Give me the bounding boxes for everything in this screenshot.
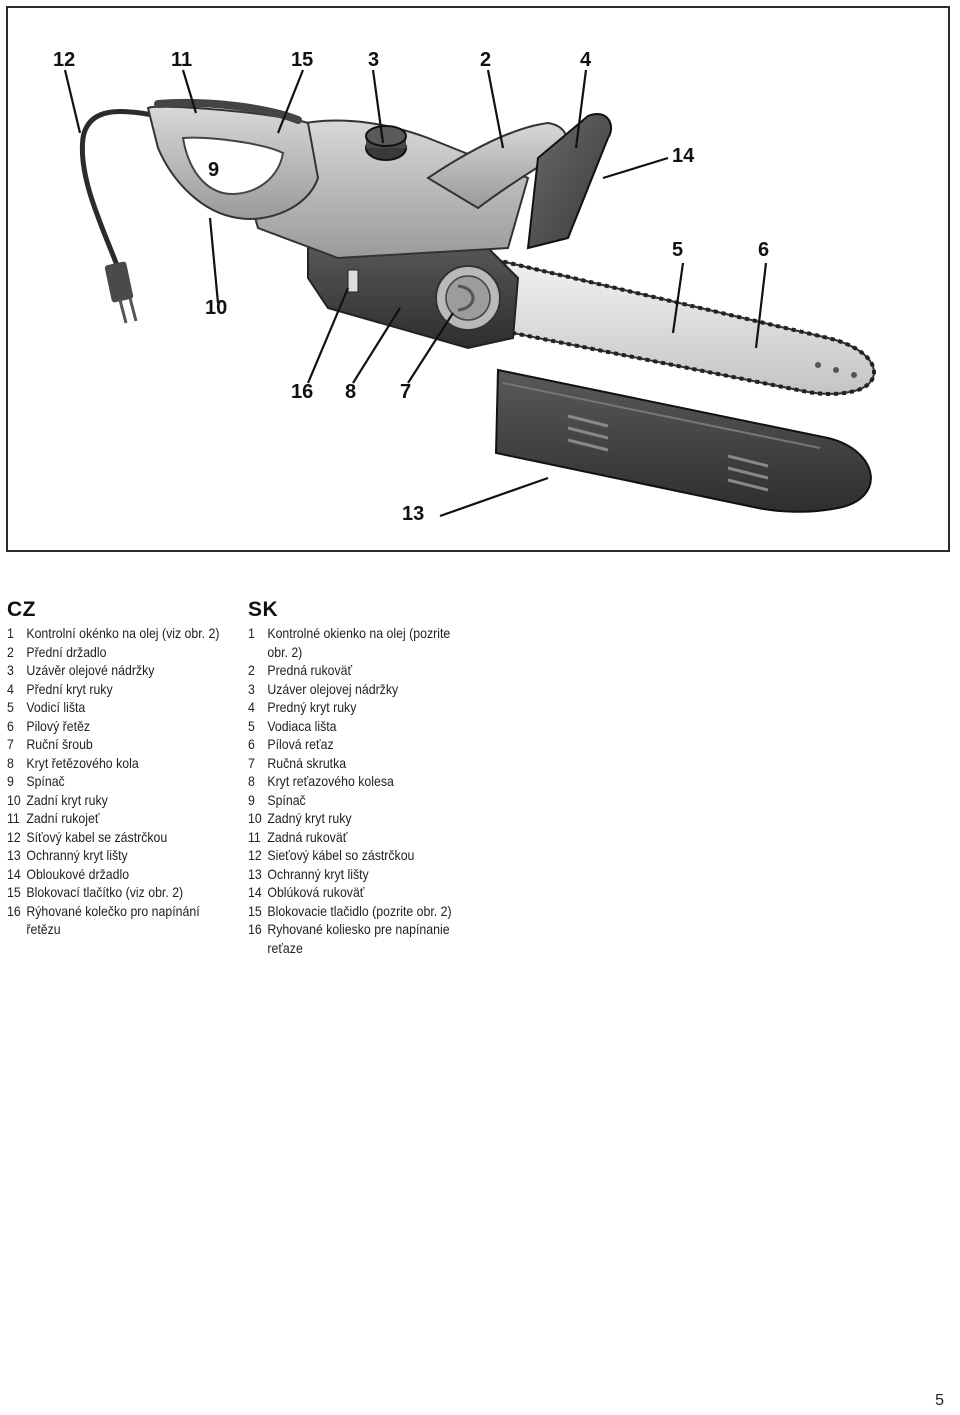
legend-cz-heading: CZ (7, 598, 36, 621)
front-hand-guard (526, 113, 613, 250)
leader-lines (63, 69, 768, 518)
callout-13: 13 (402, 503, 425, 525)
legend-sk-heading: SK (248, 598, 279, 621)
callout-16: 16 (291, 381, 314, 403)
callout-11: 11 (171, 49, 193, 71)
callout-3: 3 (368, 49, 380, 71)
callout-14: 14 (672, 145, 695, 167)
callout-15: 15 (291, 49, 314, 71)
callout-10: 10 (205, 297, 228, 319)
rear-handle (146, 98, 320, 220)
callout-7: 7 (400, 381, 412, 403)
page-number: 5 (935, 1392, 944, 1409)
chainsaw-figure: 12 11 15 3 2 4 9 14 5 6 10 16 8 7 13 (6, 6, 950, 552)
callout-12: 12 (53, 49, 76, 71)
callout-4: 4 (580, 49, 592, 71)
callout-2: 2 (480, 49, 492, 71)
callout-6: 6 (758, 239, 770, 261)
chainsaw-illustration (63, 69, 876, 518)
bar-cover (494, 368, 872, 513)
power-cord (79, 109, 159, 324)
front-handle (426, 121, 568, 210)
hand-knob (435, 265, 501, 331)
callout-8: 8 (345, 381, 357, 403)
callout-9: 9 (208, 159, 220, 181)
callout-5: 5 (672, 239, 684, 261)
guide-bar (476, 256, 876, 396)
oil-cap (365, 125, 407, 161)
